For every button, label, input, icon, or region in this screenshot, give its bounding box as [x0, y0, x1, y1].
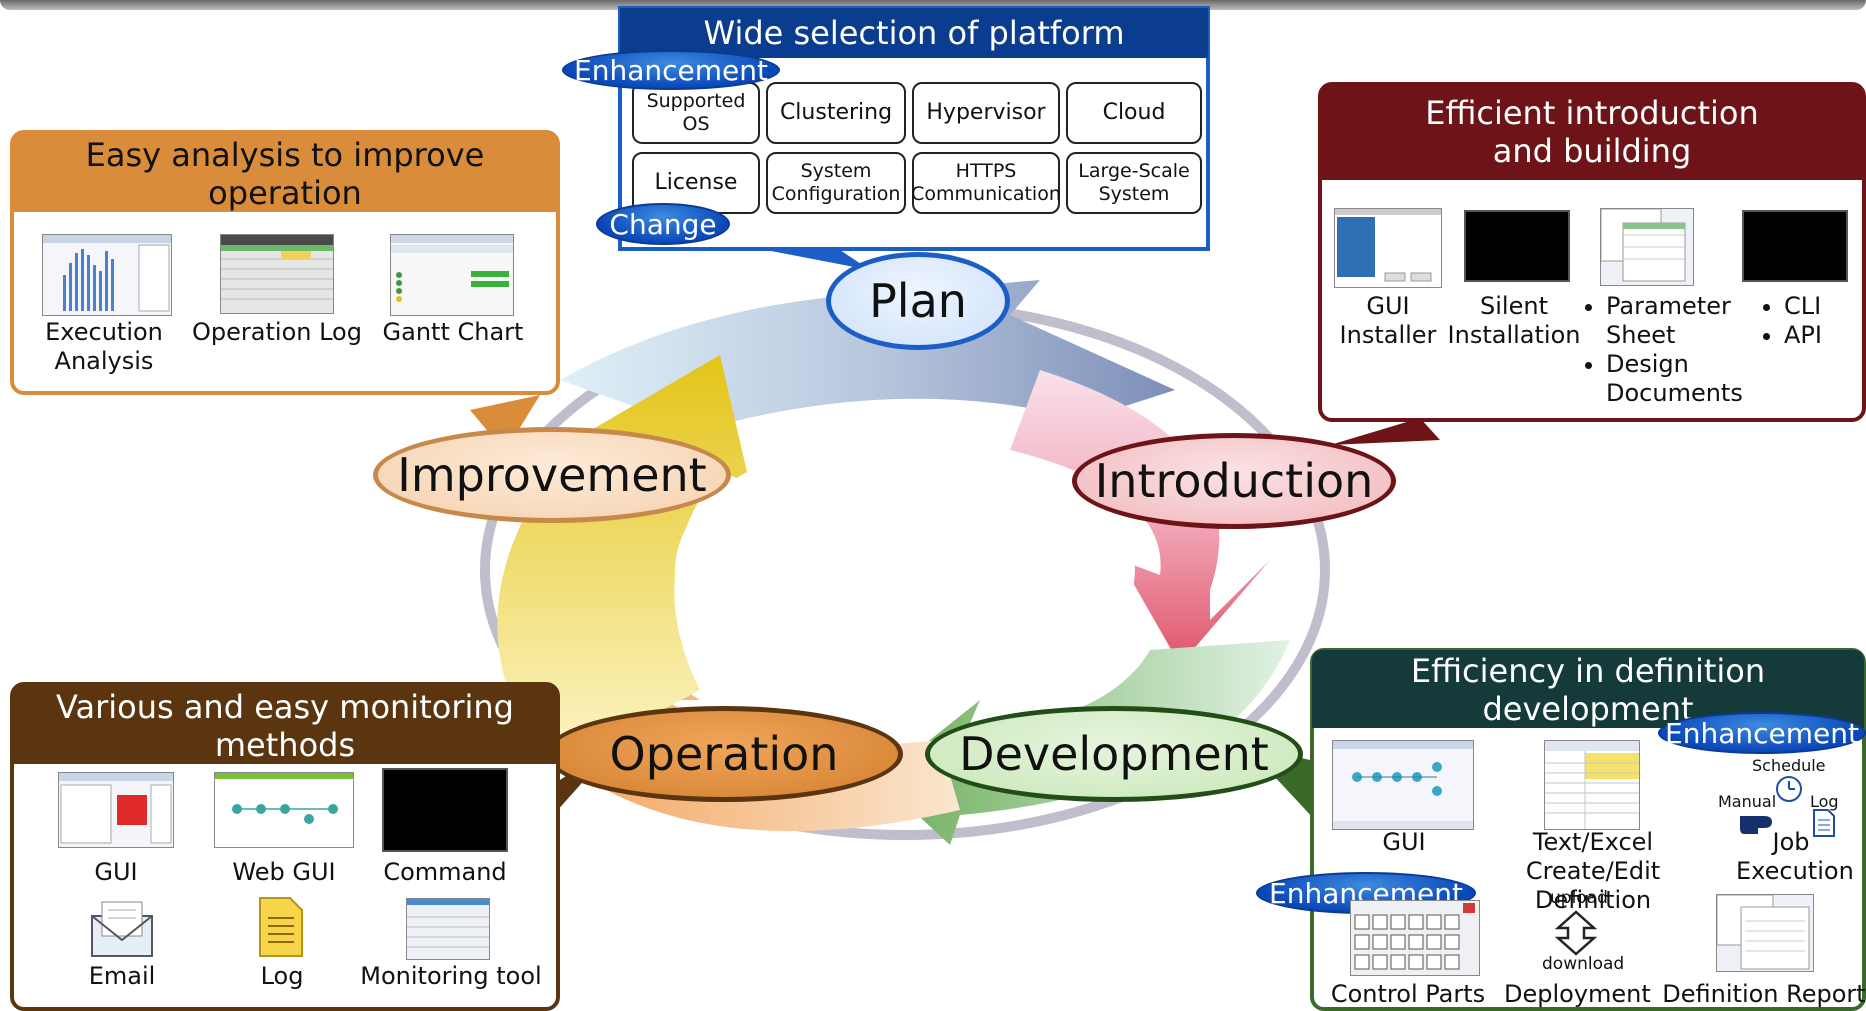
download-label: download	[1542, 954, 1625, 974]
text-excel-thumbnail	[1544, 740, 1640, 830]
gui-monitor-label: GUI	[94, 858, 138, 886]
bullet-design-documents: Design Documents	[1606, 350, 1806, 408]
platform-https-communication: HTTPS Communication	[911, 152, 1061, 214]
plan-pointer	[745, 246, 870, 270]
bullet-cli: CLI	[1784, 292, 1866, 321]
gantt-chart-label: Gantt Chart	[382, 318, 524, 346]
cli-list: CLI API	[1760, 292, 1866, 350]
monitor-title: Various and easy monitoring methods	[12, 684, 558, 764]
stage-operation: Operation	[545, 706, 903, 802]
top-bar	[0, 0, 1866, 10]
log-file-icon	[259, 897, 303, 957]
intro-pointer	[1330, 418, 1440, 445]
silent-installation-label: Silent Installation	[1447, 292, 1581, 349]
stage-improvement-label: Improvement	[397, 448, 707, 502]
monitoring-tool-thumbnail	[406, 898, 490, 960]
operation-log-thumbnail	[220, 234, 334, 314]
log-document-icon	[1813, 809, 1835, 837]
execution-analysis-thumbnail	[42, 234, 172, 316]
gantt-chart-thumbnail	[390, 234, 514, 316]
platform-large-scale-system: Large-Scale System	[1066, 152, 1202, 214]
stage-plan: Plan	[826, 252, 1010, 350]
bullet-api: API	[1784, 321, 1866, 350]
definition-report-label: Definition Report	[1662, 980, 1866, 1008]
dev-gui-thumbnail	[1332, 740, 1474, 830]
platform-system-configuration: System Configuration	[766, 152, 906, 214]
control-parts-thumbnail	[1350, 900, 1480, 976]
upload-download-icon	[1554, 910, 1598, 956]
operation-log-label: Operation Log	[192, 318, 362, 346]
control-parts-icon	[1354, 903, 1475, 970]
pointing-hand-icon	[1740, 816, 1772, 834]
stage-plan-label: Plan	[869, 274, 967, 328]
text-excel-label: Text/Excel Create/Edit Definition	[1525, 828, 1661, 914]
web-gui-label: Web GUI	[232, 858, 336, 886]
monitor-gui-icon	[59, 773, 173, 844]
definition-report-thumbnail	[1716, 894, 1814, 972]
intro-title: Efficient introduction and building	[1320, 84, 1864, 180]
execution-analysis-label: Execution Analysis	[45, 318, 163, 375]
gui-installer-thumbnail	[1334, 208, 1442, 288]
improve-title: Easy analysis to improve operation	[12, 132, 558, 212]
stage-development-label: Development	[959, 727, 1269, 781]
schedule-label: Schedule	[1752, 756, 1826, 775]
log-label: Log	[260, 962, 304, 990]
stage-operation-label: Operation	[609, 727, 839, 781]
report-icon	[1716, 894, 1810, 970]
upload-label: upload	[1550, 888, 1608, 908]
platform-cloud: Cloud	[1066, 82, 1202, 144]
installer-icon	[1335, 209, 1441, 282]
clock-icon	[1776, 776, 1802, 802]
table-icon	[221, 235, 333, 300]
email-label: Email	[88, 962, 156, 990]
stage-development: Development	[925, 706, 1303, 802]
cli-api-thumbnail	[1742, 210, 1848, 282]
platform-supported-os: Supported OS	[632, 82, 760, 144]
stage-introduction-label: Introduction	[1094, 454, 1374, 508]
plan-change-badge: Change	[596, 203, 730, 245]
command-label: Command	[383, 858, 507, 886]
manual-label: Manual	[1718, 792, 1777, 811]
log-small-label: Log	[1810, 792, 1839, 811]
silent-installation-thumbnail	[1464, 210, 1570, 282]
bar-chart-icon	[43, 235, 171, 312]
dev-gui-label: GUI	[1382, 828, 1426, 856]
stage-improvement: Improvement	[373, 427, 731, 523]
monitoring-tool-label: Monitoring tool	[360, 962, 542, 990]
command-thumbnail	[382, 768, 508, 852]
plan-title: Wide selection of platform	[620, 8, 1208, 58]
deployment-label: Deployment	[1504, 980, 1651, 1008]
gui-monitor-thumbnail	[58, 772, 174, 848]
excel-sheet-icon	[1545, 741, 1639, 829]
job-flow-icon	[1333, 741, 1473, 829]
web-gui-icon	[215, 773, 353, 824]
plan-enhancement-badge: Enhancement	[562, 50, 780, 90]
platform-hypervisor: Hypervisor	[912, 82, 1060, 144]
dev-enhancement-badge-top: Enhancement	[1658, 712, 1866, 754]
job-execution-label: Job Execution	[1736, 828, 1854, 885]
spreadsheet-icon	[1600, 208, 1686, 282]
web-gui-thumbnail	[214, 772, 354, 848]
parameter-sheet-thumbnail	[1600, 208, 1694, 286]
email-icon	[91, 901, 153, 957]
bullet-parameter-sheet: Parameter Sheet	[1606, 292, 1806, 350]
control-parts-label: Control Parts	[1330, 980, 1486, 1008]
monitoring-tool-icon	[407, 899, 489, 948]
parameter-list: Parameter Sheet Design Documents	[1578, 292, 1806, 408]
gui-installer-label: GUI Installer	[1339, 292, 1437, 349]
improve-pointer	[470, 395, 540, 452]
platform-clustering: Clustering	[766, 82, 906, 144]
stage-introduction: Introduction	[1072, 433, 1396, 529]
gantt-icon	[391, 235, 513, 302]
